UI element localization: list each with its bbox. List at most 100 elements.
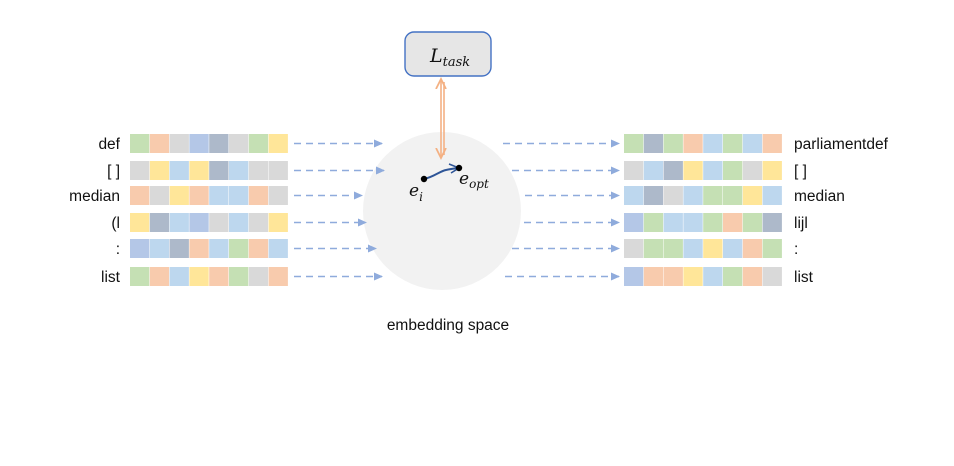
output-token-label: : <box>794 241 798 258</box>
output-embedding-cell <box>742 267 763 286</box>
output-embedding-cell <box>762 239 782 258</box>
input-embedding-cell <box>268 186 288 205</box>
output-embedding-cell <box>663 213 683 232</box>
input-token-label: list <box>101 269 121 286</box>
output-embedding-cell <box>683 186 703 205</box>
input-embedding-cell <box>189 161 209 180</box>
output-embedding-cell <box>723 134 743 153</box>
output-embedding-cell <box>723 267 743 286</box>
input-embedding-cell <box>229 213 249 232</box>
output-token-label: [ ] <box>794 163 807 180</box>
output-embedding-cell <box>683 134 703 153</box>
input-embedding-cell <box>189 186 209 205</box>
input-embedding-cell <box>248 161 269 180</box>
input-embedding-cell <box>189 267 209 286</box>
input-embedding-cell <box>268 239 288 258</box>
embedding-space-caption: embedding space <box>387 317 509 334</box>
input-embedding-cell <box>169 134 189 153</box>
input-embedding-cell <box>209 239 229 258</box>
output-embedding-cell <box>624 267 644 286</box>
point-e-i-label: ei <box>409 181 423 204</box>
output-embedding-cell <box>663 186 683 205</box>
output-embedding-cell <box>742 186 763 205</box>
e-opt-subscript: opt <box>469 177 489 191</box>
input-embedding-cell <box>149 186 170 205</box>
point-e-i <box>420 175 428 183</box>
output-token-label: median <box>794 188 845 205</box>
input-embedding-cell <box>209 186 229 205</box>
input-token-label: def <box>98 136 120 153</box>
output-embedding-cell <box>762 134 782 153</box>
input-embedding-cell <box>130 213 150 232</box>
output-embedding-cell <box>703 213 723 232</box>
output-embedding-cell <box>742 134 763 153</box>
output-embedding-cell <box>624 186 644 205</box>
input-embedding-cell <box>248 267 269 286</box>
output-embedding-cell <box>703 134 723 153</box>
output-embedding-cell <box>643 213 664 232</box>
output-embedding-cell <box>624 239 644 258</box>
output-embedding-cell <box>762 186 782 205</box>
loss-label: Ltask <box>429 45 470 70</box>
output-embedding-cell <box>723 186 743 205</box>
output-embedding-cell <box>643 134 664 153</box>
loss-box <box>404 31 492 77</box>
input-embedding-cell <box>229 161 249 180</box>
output-embedding-cell <box>703 239 723 258</box>
input-embedding-cell <box>169 213 189 232</box>
loss-symbol: L <box>429 45 443 67</box>
output-embedding-cell <box>762 213 782 232</box>
output-embedding-cell <box>663 267 683 286</box>
output-embedding-cell <box>742 213 763 232</box>
output-token-label: parliamentdef <box>794 136 889 153</box>
input-embedding-cell <box>229 239 249 258</box>
input-embedding-cell <box>268 134 288 153</box>
input-embedding-cell <box>189 239 209 258</box>
output-embedding-cell <box>624 213 644 232</box>
input-embedding-cell <box>149 239 170 258</box>
input-embedding-cell <box>189 134 209 153</box>
output-embedding-cell <box>703 186 723 205</box>
point-e-opt <box>455 164 463 172</box>
point-e-opt-label: eopt <box>459 169 489 191</box>
input-embedding-cell <box>130 134 150 153</box>
input-embedding-cell <box>268 161 288 180</box>
input-embedding-cell <box>130 267 150 286</box>
e-i-subscript: i <box>419 190 423 204</box>
output-embedding-cell <box>683 161 703 180</box>
loss-subscript: task <box>443 55 471 70</box>
input-token-label: [ ] <box>107 163 120 180</box>
output-embedding-cell <box>742 161 763 180</box>
output-embedding-cell <box>723 161 743 180</box>
input-embedding-cell <box>149 134 170 153</box>
output-token-label: lijl <box>794 215 808 232</box>
input-embedding-cell <box>248 239 269 258</box>
output-embedding-cell <box>723 239 743 258</box>
output-embedding-cell <box>663 239 683 258</box>
input-embedding-cell <box>268 213 288 232</box>
output-embedding-cell <box>762 161 782 180</box>
e-opt-symbol: e <box>459 169 469 189</box>
input-embedding-cell <box>149 267 170 286</box>
output-embedding-cell <box>643 267 664 286</box>
input-embedding-cell <box>130 239 150 258</box>
output-embedding-cell <box>624 134 644 153</box>
output-embedding-cell <box>703 267 723 286</box>
input-embedding-cell <box>248 134 269 153</box>
input-embedding-cell <box>169 239 189 258</box>
output-embedding-cell <box>703 161 723 180</box>
output-embedding-cell <box>624 161 644 180</box>
input-embedding-cell <box>130 161 150 180</box>
output-embedding-cell <box>742 239 763 258</box>
input-token-label: (l <box>111 215 120 232</box>
input-embedding-cell <box>149 161 170 180</box>
output-embedding-cell <box>663 161 683 180</box>
output-embedding-cell <box>663 134 683 153</box>
input-embedding-cell <box>169 161 189 180</box>
output-embedding-cell <box>643 161 664 180</box>
optimization-trajectory <box>423 167 460 180</box>
input-embedding-cell <box>149 213 170 232</box>
output-embedding-cell <box>683 267 703 286</box>
